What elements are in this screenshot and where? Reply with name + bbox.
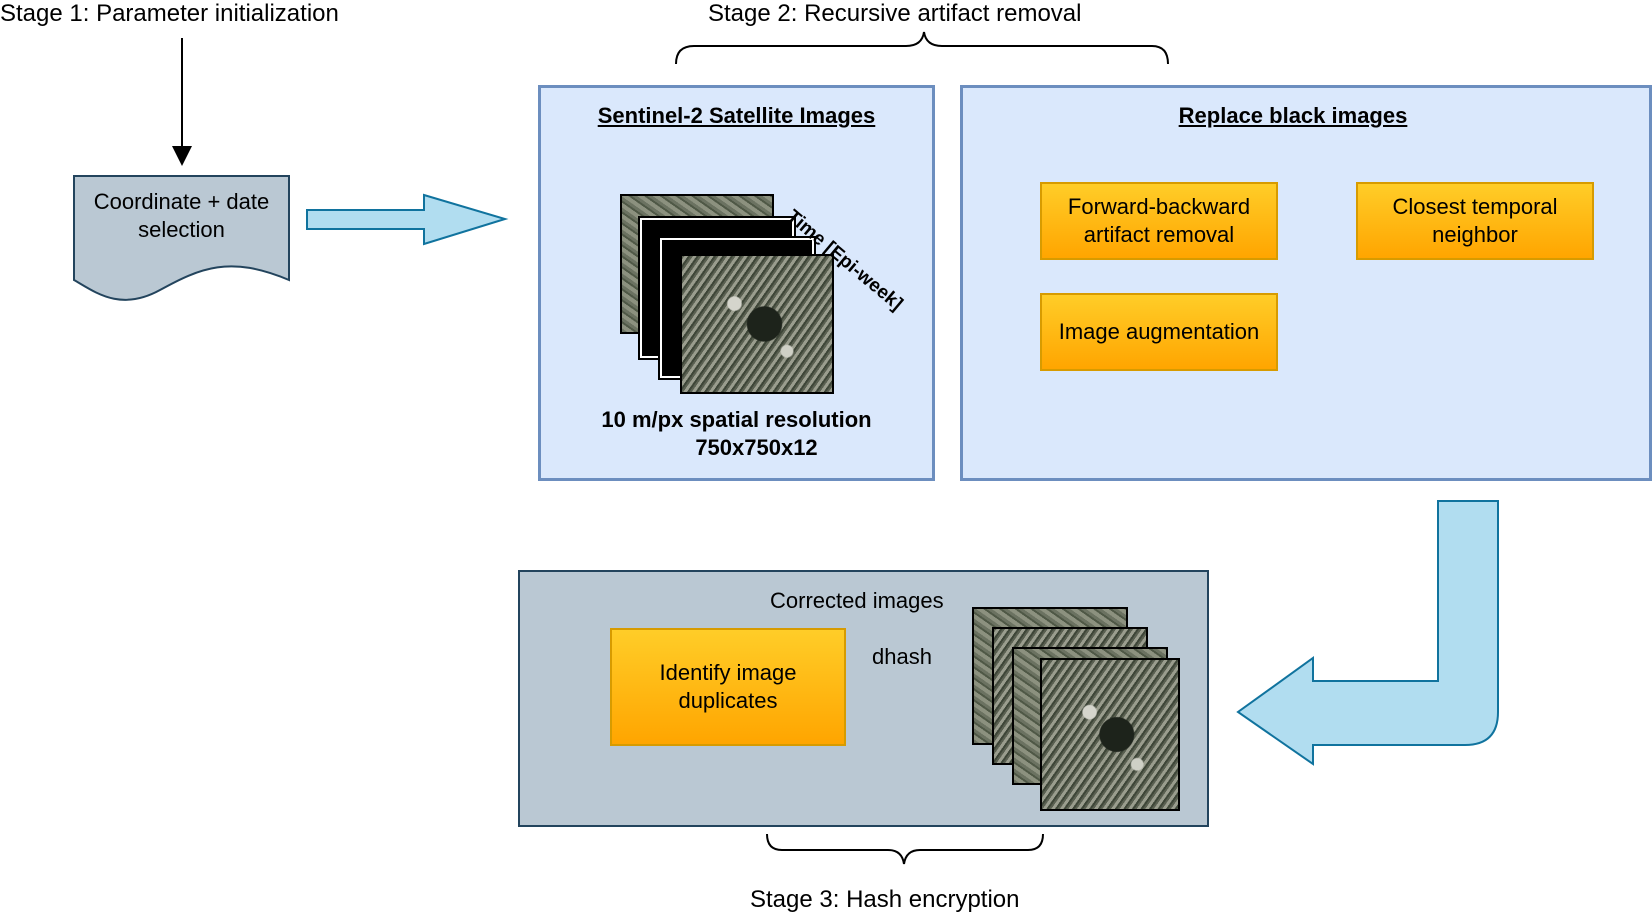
stage1-label: Stage 1: Parameter initialization (0, 0, 339, 27)
forward-backward-box: Forward-backward artifact removal (1040, 182, 1278, 260)
stage2-label: Stage 2: Recursive artifact removal (708, 0, 1082, 27)
replace-panel-title: Replace black images (1178, 103, 1408, 128)
corrected-image-4 (1040, 658, 1180, 811)
augmentation-box: Image augmentation (1040, 293, 1278, 371)
stage3-brace (766, 833, 1044, 865)
replace-black-images-panel: Replace black images (960, 85, 1652, 481)
document-text: Coordinate + date selection (93, 189, 270, 242)
dhash-label: dhash (872, 644, 932, 669)
identify-duplicates-box: Identify image duplicates (610, 628, 846, 746)
satellite-images-panel: Sentinel-2 Satellite Images Time [Epi-we… (538, 85, 935, 481)
block-arrow-right (306, 193, 509, 246)
closest-neighbor-box: Closest temporal neighbor (1356, 182, 1594, 260)
satellite-image-2 (680, 254, 834, 394)
stage2-brace (675, 31, 1169, 65)
satellite-panel-title: Sentinel-2 Satellite Images (597, 103, 876, 128)
block-arrow-curved (1236, 500, 1499, 766)
stage3-label: Stage 3: Hash encryption (750, 886, 1020, 913)
document-shape (73, 175, 290, 301)
corrected-images-label: Corrected images (770, 588, 944, 613)
resolution-text: 10 m/px spatial resolution 750x750x12 (601, 407, 872, 460)
